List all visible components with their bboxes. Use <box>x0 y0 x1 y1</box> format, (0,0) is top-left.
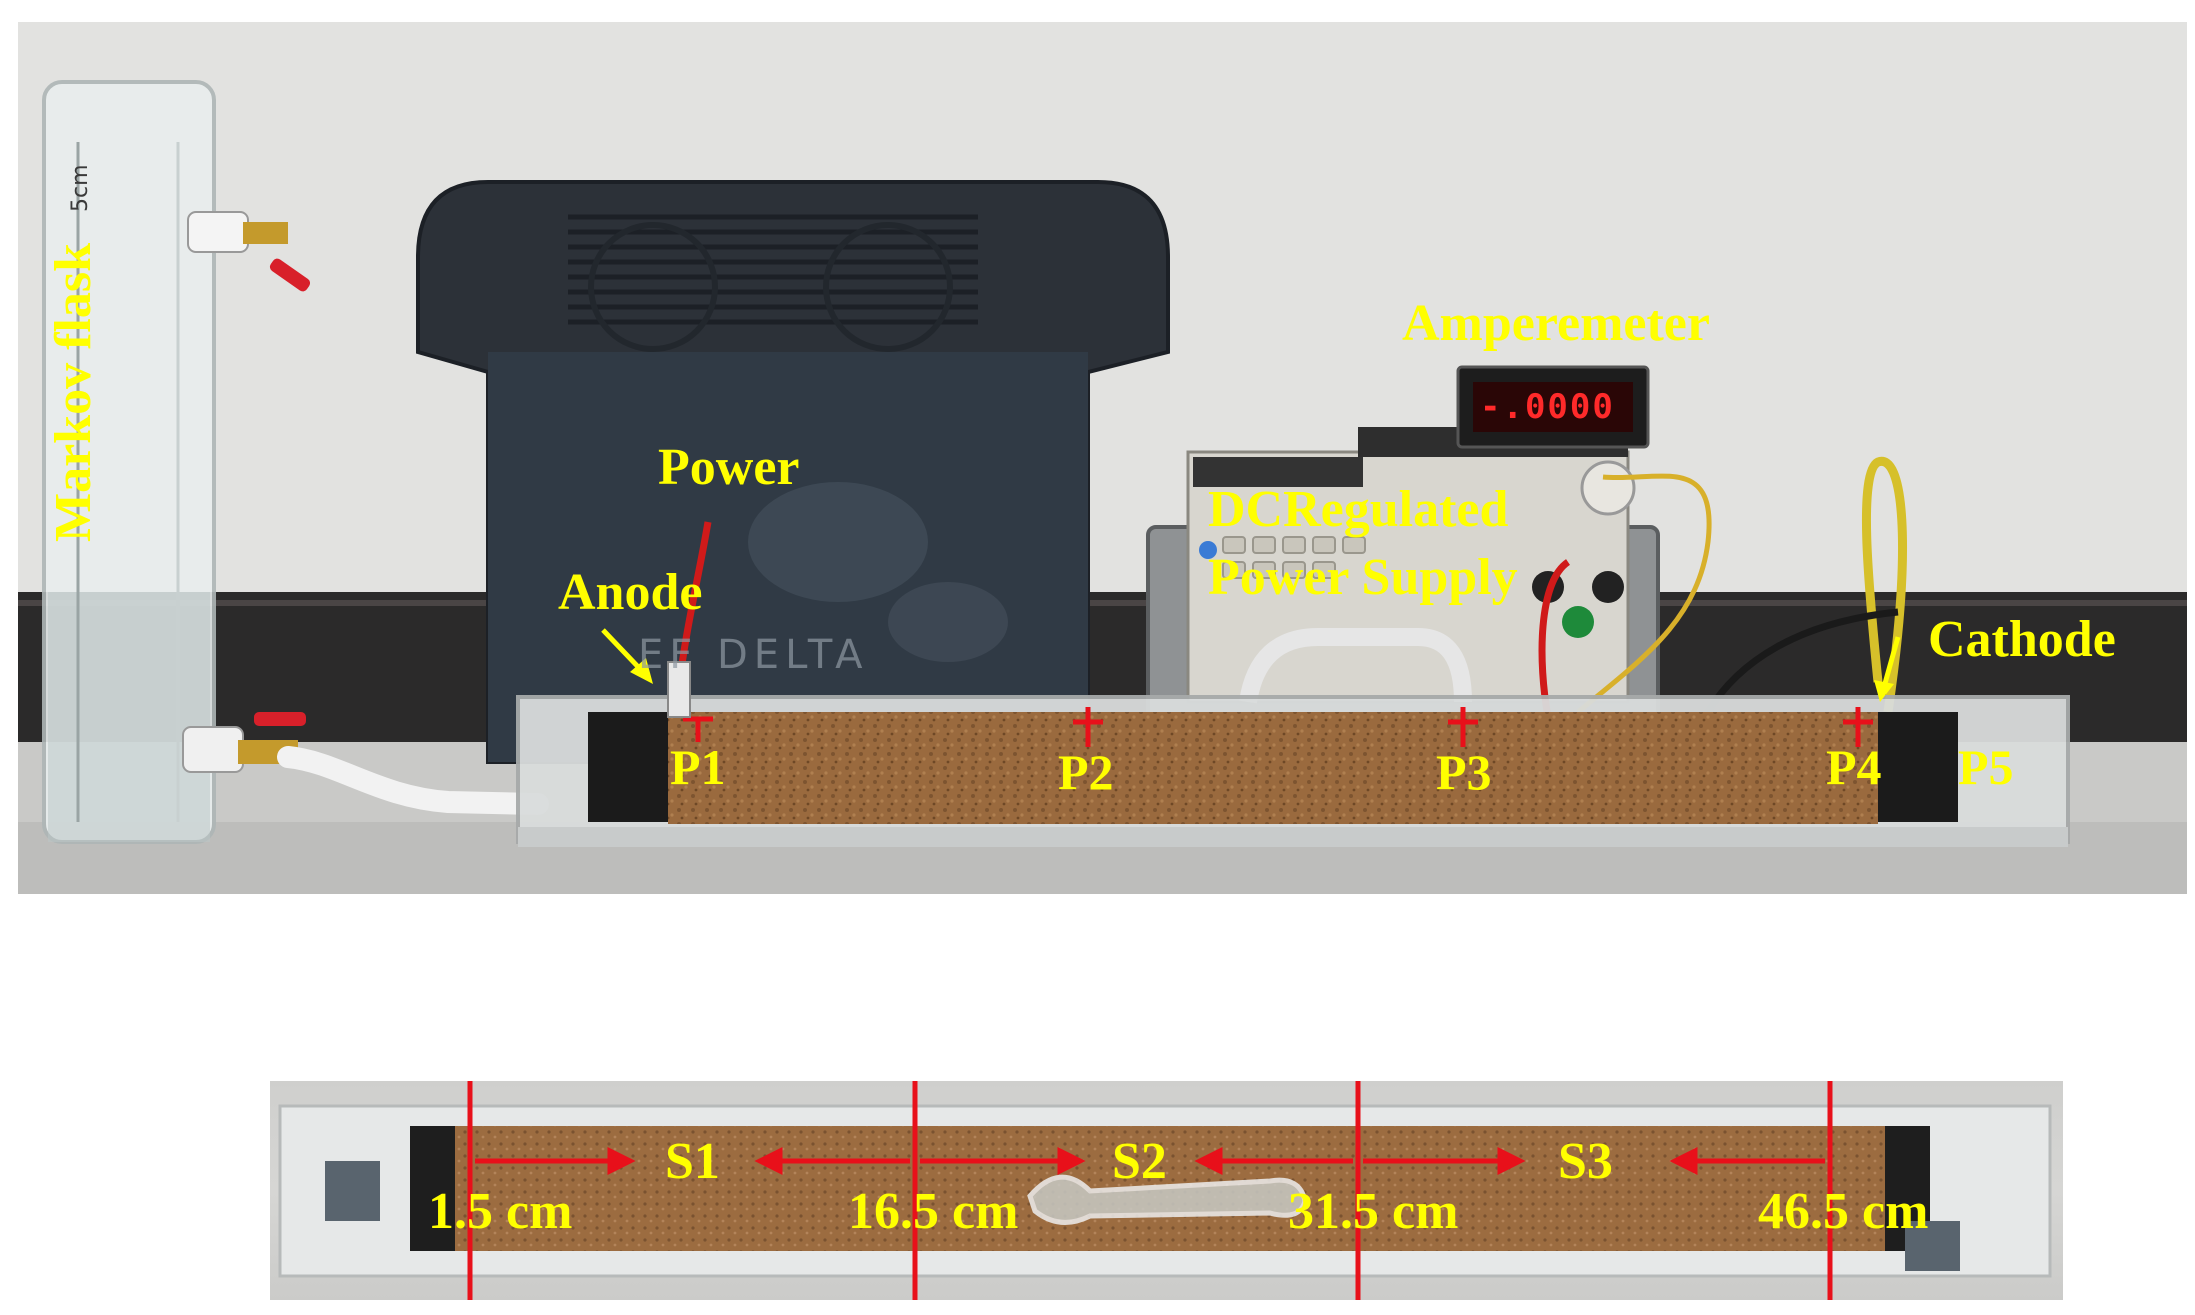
power-station-brand: EF DELTA <box>638 632 869 678</box>
label-s2: S2 <box>1112 1133 1167 1190</box>
section-arrows <box>475 1146 1825 1176</box>
label-markov-flask: Markov flask <box>45 243 102 542</box>
cathode-arrow <box>1874 636 1901 702</box>
bottom-photo-scene <box>278 1081 2052 1300</box>
section-boundaries <box>467 1081 1833 1300</box>
probe-markers <box>683 707 1873 747</box>
ampere-display-reading: -.0000 <box>1480 387 1615 427</box>
bottom-photo: S1 S2 S3 1.5 cm 16.5 cm 31.5 cm 46.5 cm <box>270 1081 2063 1300</box>
label-p5: P5 <box>1958 739 2014 795</box>
label-cathode: Cathode <box>1928 611 2116 668</box>
flask-graduation-mark: 5cm <box>68 164 93 212</box>
label-power: Power <box>658 439 800 496</box>
label-s3: S3 <box>1558 1133 1613 1190</box>
label-distance-2: 16.5 cm <box>848 1183 1019 1240</box>
label-power-supply: Power Supply <box>1208 549 1518 606</box>
top-photo-scene <box>18 22 2187 894</box>
label-distance-4: 46.5 cm <box>1758 1183 1929 1240</box>
glass-handle <box>1027 1174 1308 1225</box>
markov-flask <box>42 80 549 844</box>
label-p1: P1 <box>670 739 726 795</box>
top-photo: Markov flask Power Amperemeter DCRegulat… <box>18 22 2187 894</box>
label-p4: P4 <box>1826 739 1882 795</box>
amperemeter-device <box>1358 365 1650 516</box>
label-anode: Anode <box>558 564 703 621</box>
label-distance-1: 1.5 cm <box>428 1183 573 1240</box>
label-s1: S1 <box>665 1133 720 1190</box>
label-amperemeter: Amperemeter <box>1402 295 1710 352</box>
soil-channel <box>516 695 2070 847</box>
label-p3: P3 <box>1436 744 1492 800</box>
label-distance-3: 31.5 cm <box>1288 1183 1459 1240</box>
anode-arrow <box>601 628 653 684</box>
label-dc-regulated: DCRegulated <box>1208 481 1509 538</box>
power-station <box>416 180 1170 764</box>
label-p2: P2 <box>1058 744 1114 800</box>
